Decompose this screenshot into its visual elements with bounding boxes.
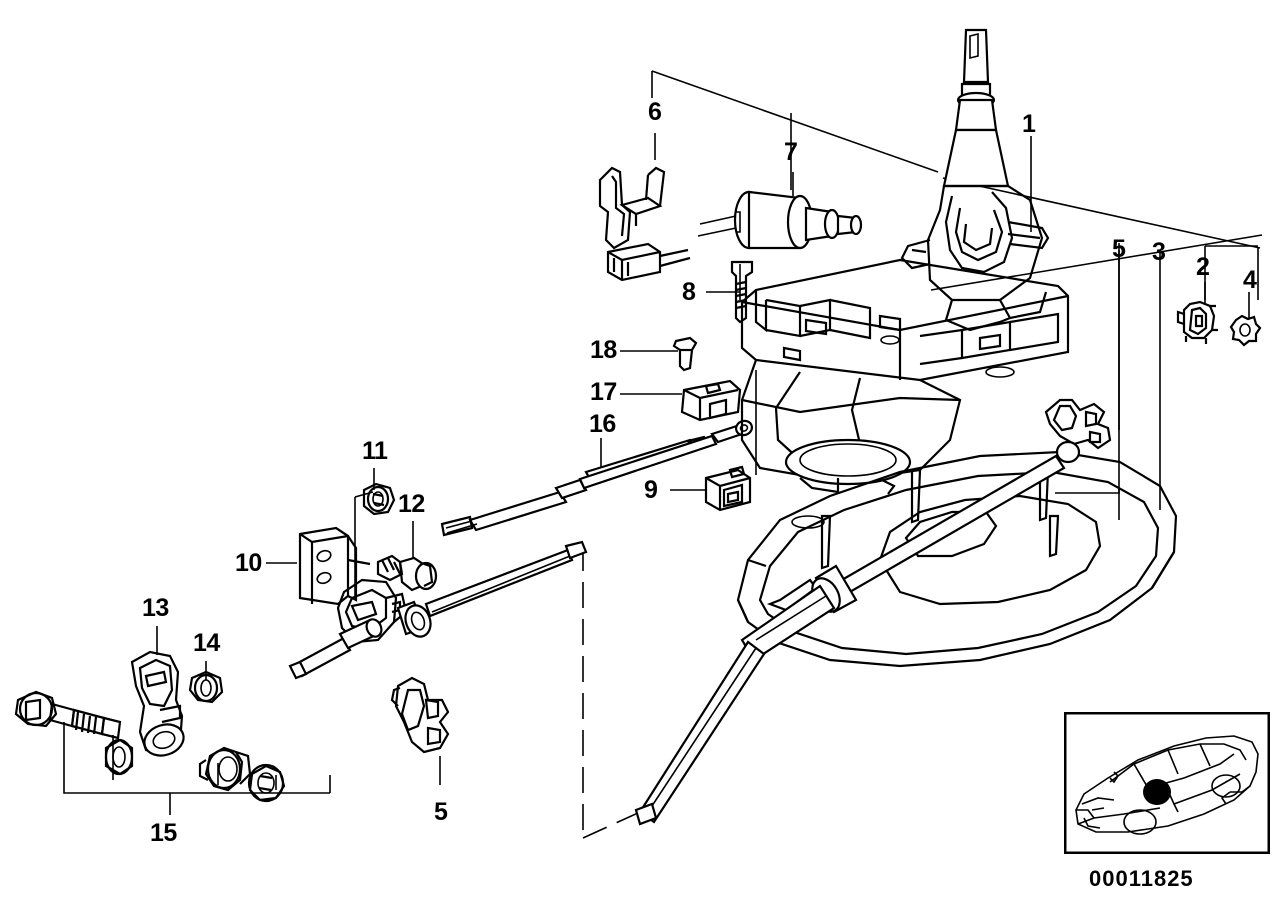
- part-console-base: [736, 450, 1178, 668]
- part-6-connector: [606, 242, 691, 282]
- part-12-flange-bolt: [376, 554, 438, 592]
- part-15-bolt: [14, 690, 122, 740]
- callout-14: 14: [193, 629, 220, 657]
- part-11-hex-nut: [362, 482, 396, 516]
- callout-2: 2: [1196, 253, 1210, 281]
- callout-7: 7: [784, 138, 798, 166]
- part-5-clip-upper: [1044, 398, 1112, 450]
- callout-1: 1: [1022, 110, 1036, 138]
- callout-5-lower: 5: [434, 798, 448, 826]
- callout-17: 17: [590, 378, 617, 406]
- part-cable-mid: [288, 540, 588, 680]
- part-4-star-washer: [1229, 314, 1262, 347]
- callout-10: 10: [235, 549, 262, 577]
- part-13-selector-lever: [130, 650, 185, 757]
- part-5-clip-lower: [390, 676, 450, 754]
- part-7-solenoid: [697, 190, 863, 250]
- part-14-lock-nut: [188, 670, 224, 704]
- vehicle-location-inset: [1064, 712, 1270, 854]
- callout-8: 8: [682, 278, 696, 306]
- callout-12: 12: [398, 490, 425, 518]
- callout-3: 3: [1152, 238, 1166, 266]
- part-main-cable: [634, 454, 1066, 826]
- part-6-switch-bracket: [598, 166, 666, 250]
- part-10-mounting-bracket: [298, 526, 371, 606]
- callout-9: 9: [644, 476, 658, 504]
- part-9-cable-clamp: [704, 465, 752, 512]
- part-1-shift-lever: [942, 28, 1010, 188]
- part-18-bolt: [672, 336, 698, 372]
- part-17-rod-cover: [680, 379, 742, 422]
- location-dot: [1143, 779, 1171, 805]
- callout-13: 13: [142, 594, 169, 622]
- callout-5-upper: 5: [1112, 235, 1126, 263]
- callout-4: 4: [1243, 266, 1257, 294]
- part-15-washer: [104, 738, 134, 776]
- part-1-housing-base: [740, 258, 1070, 382]
- callout-6: 6: [648, 98, 662, 126]
- diagram-id-label: 00011825: [1089, 866, 1194, 891]
- leader-lines: [63, 70, 1263, 839]
- callout-11: 11: [362, 437, 388, 465]
- part-1-housing-pedestal: [740, 359, 962, 495]
- callout-15: 15: [150, 819, 177, 847]
- callout-16: 16: [589, 410, 616, 438]
- callout-18: 18: [590, 336, 617, 364]
- part-2-bushing-retainer: [1176, 300, 1218, 344]
- part-1-selector-gate: [900, 184, 1050, 332]
- part-15-nut: [247, 763, 286, 803]
- part-15-bushing: [198, 746, 252, 792]
